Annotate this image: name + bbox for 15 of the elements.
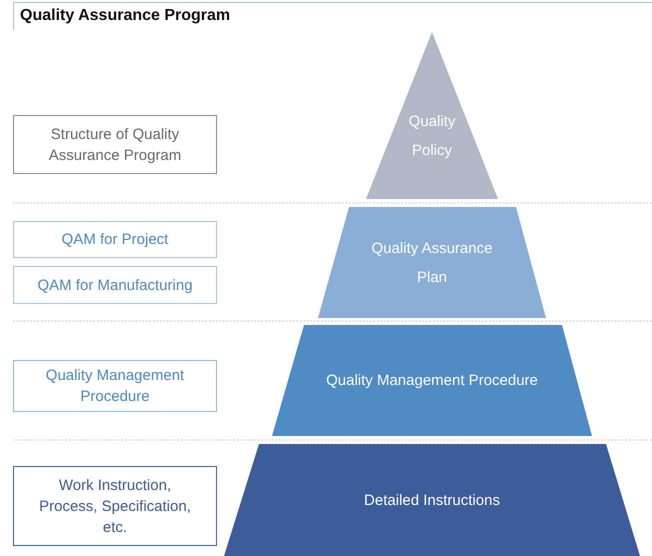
box-label: QAM for Manufacturing (37, 276, 193, 296)
label-box (13, 466, 217, 546)
box-label: Quality Management Procedure (44, 366, 186, 407)
box-label: Work Instruction, Process, Specification, etc. (38, 476, 192, 538)
label-box (13, 360, 217, 412)
tier-label: Quality Assurance Plan (370, 238, 494, 288)
tier-label: Quality Management Procedure (326, 371, 538, 391)
tier-label: Detailed Instructions (364, 490, 500, 510)
box-label: Structure of Quality Assurance Program (48, 124, 182, 166)
box-label: QAM for Project (62, 230, 168, 250)
tier-label: Quality Policy (408, 112, 456, 160)
label-box (13, 221, 217, 258)
label-box (13, 266, 217, 304)
label-box (13, 115, 217, 174)
diagram-title: Quality Assurance Program (20, 7, 230, 25)
